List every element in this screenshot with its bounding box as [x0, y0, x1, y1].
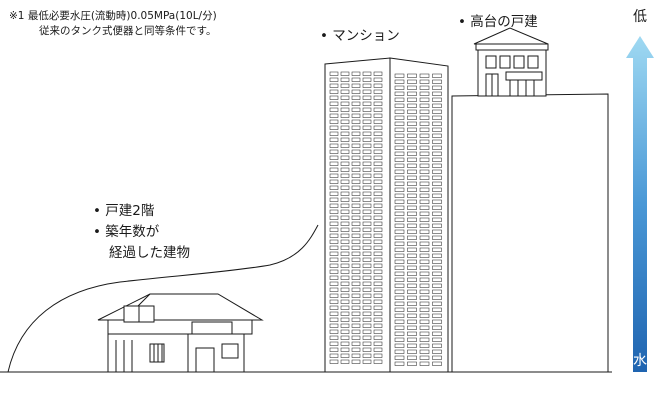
- old-house-label-line-3: 経過した建物: [109, 245, 190, 261]
- old-house-label-line-1: • 戸建2階: [93, 203, 155, 219]
- two-story-house: [97, 293, 264, 373]
- hill-house-label: • 高台の戸建: [458, 14, 538, 30]
- old-house-label: • 戸建2階 • 築年数が 経過した建物: [93, 201, 190, 264]
- hill-plateau: [451, 93, 609, 372]
- low-label: 低: [633, 9, 647, 25]
- old-house-label-line-2: • 築年数が: [93, 224, 160, 240]
- terrain-curve: [7, 224, 319, 373]
- footnote: ※1 最低必要水圧(流動時)0.05MPa(10L/分) 従来のタンク式便器と同…: [9, 9, 217, 39]
- pressure-arrow: [626, 36, 654, 372]
- mansion-building: [324, 57, 449, 373]
- footnote-line-1: ※1 最低必要水圧(流動時)0.05MPa(10L/分): [9, 10, 217, 22]
- footnote-line-2: 従来のタンク式便器と同等条件です。: [39, 25, 217, 37]
- water-label: 水: [633, 353, 647, 369]
- mansion-label: • マンション: [320, 28, 400, 44]
- hill-house: [473, 27, 549, 97]
- pressure-label: 圧: [633, 371, 647, 387]
